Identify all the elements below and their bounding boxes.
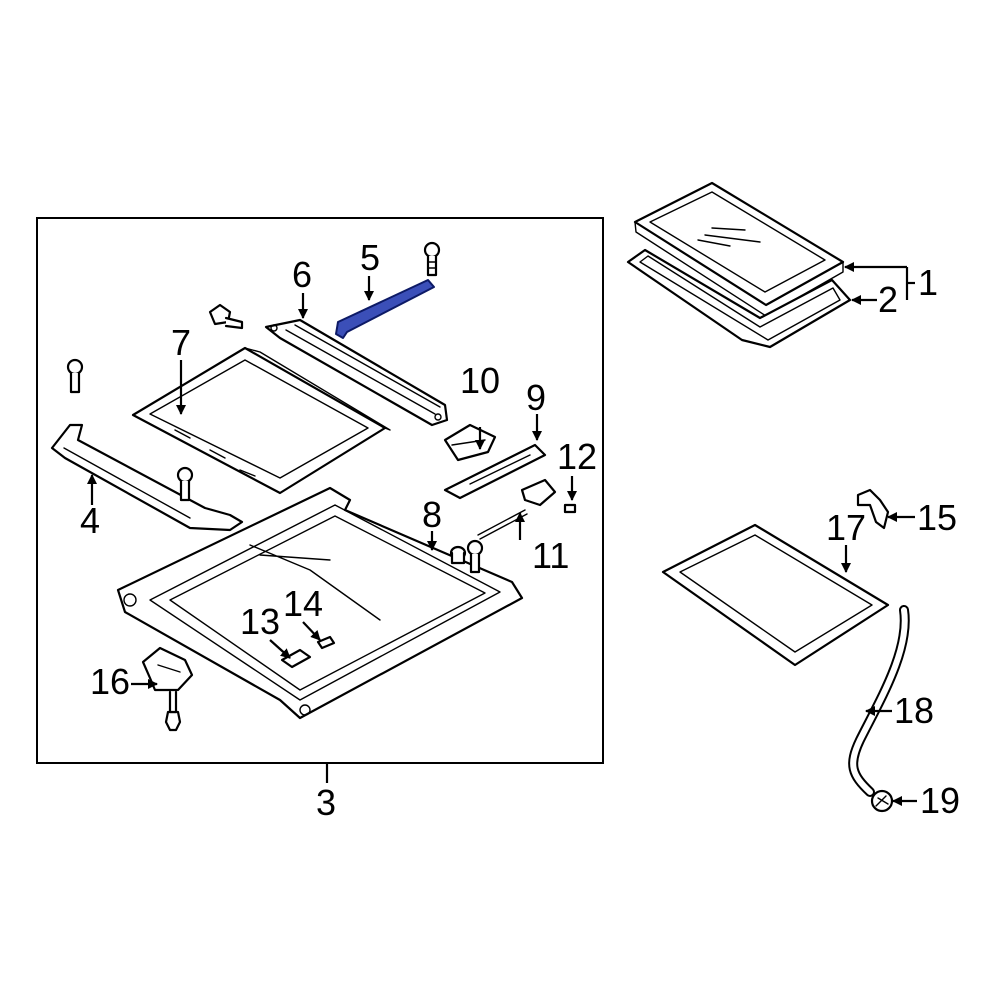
callout-18: 18 [894,690,934,731]
screw-icon [466,539,484,574]
bolt-icon [423,241,441,277]
clip-part-13[interactable] [280,648,312,669]
bolt-icon [164,690,182,732]
assembly-box [36,217,604,764]
glass-seal-part-2[interactable] [626,248,852,349]
callout-labels: 1 2 3 4 5 6 7 8 9 10 11 12 13 14 15 16 1… [80,237,960,823]
clip-part-14[interactable] [316,635,336,650]
callout-19: 19 [920,780,960,821]
callout-2: 2 [878,279,898,320]
seal-part-17[interactable] [661,523,890,667]
callout-15: 15 [917,497,957,538]
deflector-part-4[interactable] [50,423,244,532]
callout-8: 8 [422,494,442,535]
drain-hose-part-18[interactable] [848,605,910,797]
rod-part-11[interactable] [477,478,557,540]
callout-6: 6 [292,254,312,295]
pin-part-12[interactable] [563,503,577,514]
callout-4: 4 [80,500,100,541]
callout-12: 12 [557,436,597,477]
rail-part-5[interactable] [335,279,435,339]
bracket-part-10[interactable] [443,423,497,462]
rail-part-6[interactable] [264,318,449,427]
link-part-9[interactable] [443,443,547,500]
screw-icon [176,466,194,502]
bushing-part-8[interactable] [449,545,467,565]
screw-icon [66,358,84,394]
callout-5: 5 [360,237,380,278]
bolt-icon [208,303,244,330]
callout-14: 14 [283,583,323,624]
callout-11: 11 [532,535,569,576]
sunshade-part-7[interactable] [131,346,391,495]
callout-1: 1 [918,262,938,303]
bracket-part-15[interactable] [856,488,890,530]
leader-lines [87,262,917,806]
frame-part-3[interactable] [116,486,524,720]
callout-7: 7 [171,322,191,363]
grommet-part-19[interactable] [870,789,894,813]
callout-10: 10 [460,360,500,401]
callout-13: 13 [240,601,280,642]
callout-17: 17 [826,507,866,548]
callout-3: 3 [316,782,336,823]
callout-9: 9 [526,377,546,418]
callout-16: 16 [90,661,130,702]
